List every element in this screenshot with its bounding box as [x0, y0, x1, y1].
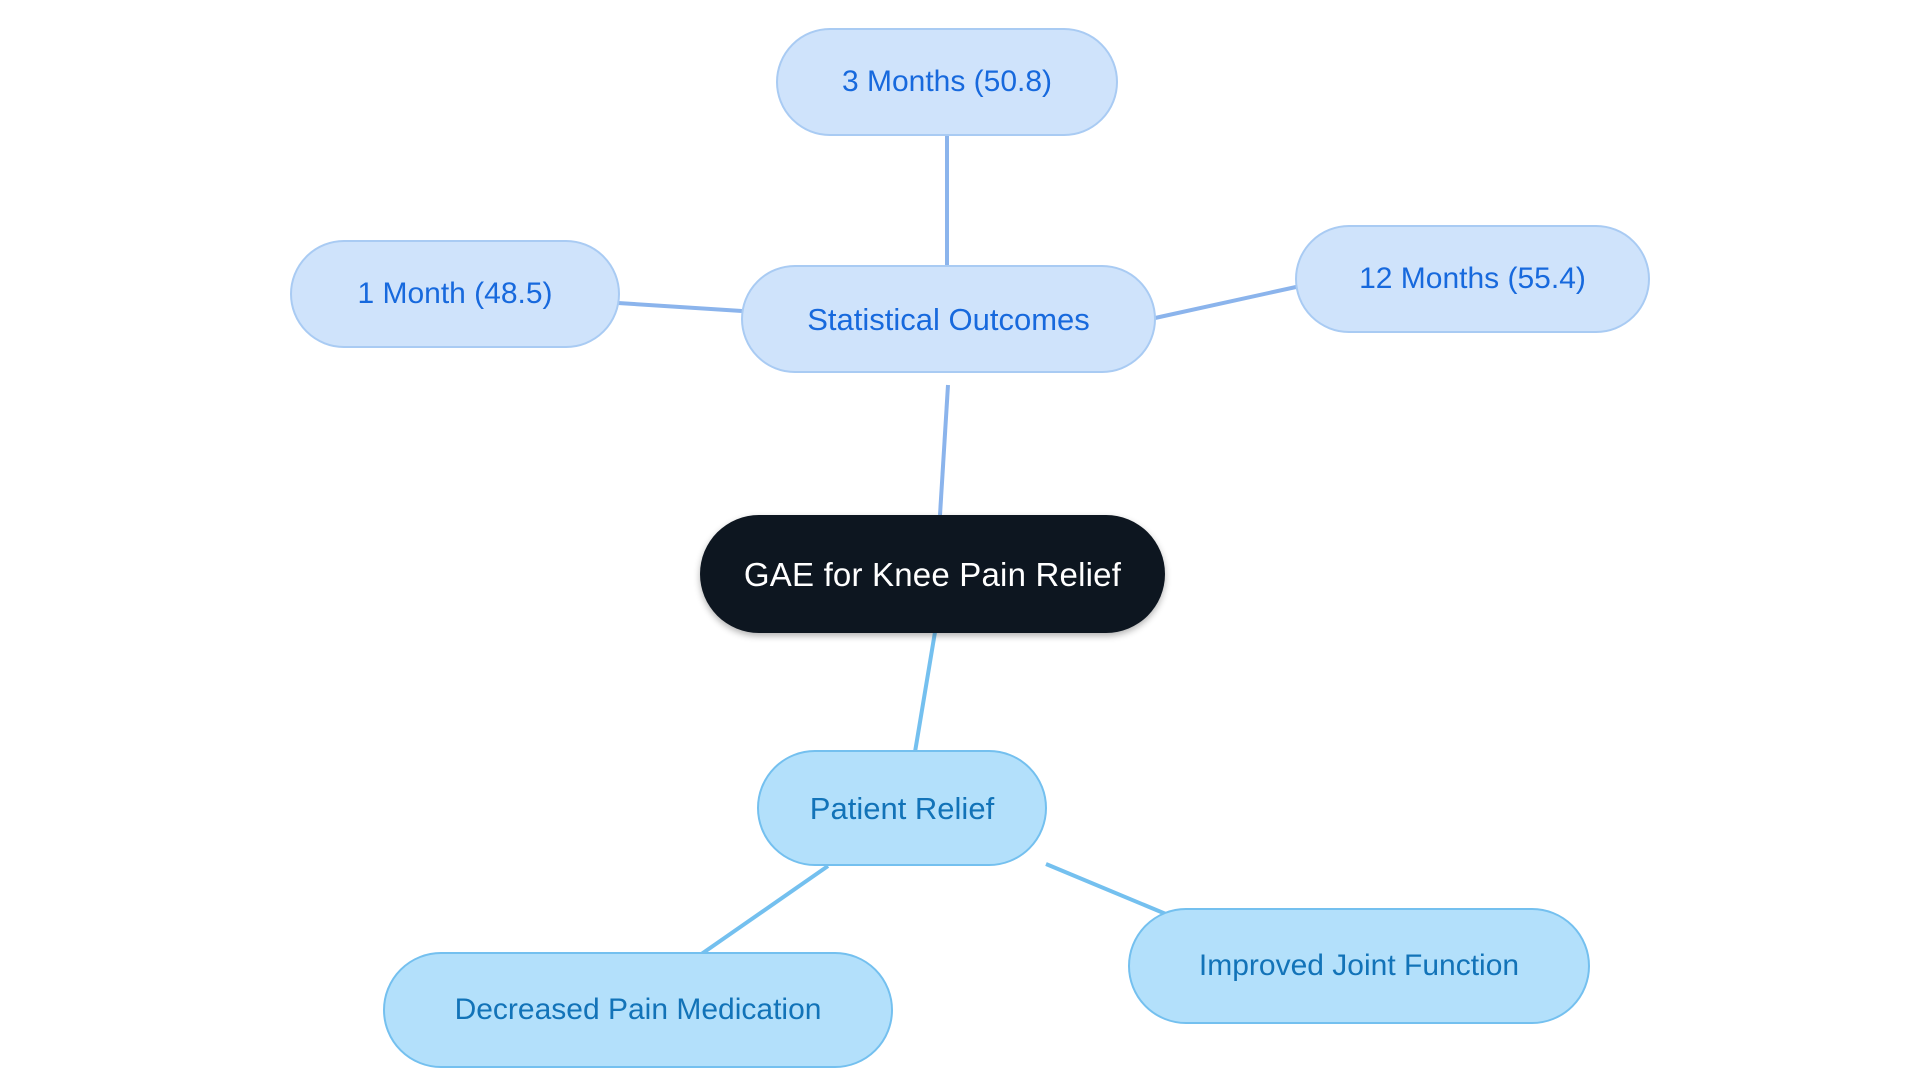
node-decreased-pain-medication[interactable]: Decreased Pain Medication	[383, 952, 893, 1068]
node-three-months[interactable]: 3 Months (50.8)	[776, 28, 1118, 136]
node-statistical-outcomes-label: Statistical Outcomes	[807, 301, 1090, 337]
node-patient-relief[interactable]: Patient Relief	[757, 750, 1047, 866]
node-one-month-label: 1 Month (48.5)	[357, 277, 553, 310]
node-twelve-months-label: 12 Months (55.4)	[1359, 262, 1586, 295]
edge-root-to-patient-relief	[913, 631, 937, 753]
edge-root-to-statistical-outcomes	[938, 384, 950, 516]
edge-statistical-outcomes-to-one-month	[617, 301, 743, 313]
node-improved-joint-function[interactable]: Improved Joint Function	[1128, 908, 1590, 1024]
edge-statistical-outcomes-to-twelve-months	[1154, 285, 1297, 320]
node-three-months-label: 3 Months (50.8)	[841, 65, 1053, 98]
node-improved-joint-function-label: Improved Joint Function	[1198, 949, 1520, 982]
node-one-month[interactable]: 1 Month (48.5)	[290, 240, 620, 348]
node-twelve-months[interactable]: 12 Months (55.4)	[1295, 225, 1650, 333]
edge-patient-relief-to-decreased-pain-medication	[698, 864, 830, 957]
node-patient-relief-label: Patient Relief	[809, 790, 995, 826]
node-statistical-outcomes[interactable]: Statistical Outcomes	[741, 265, 1156, 373]
node-root-label: GAE for Knee Pain Relief	[743, 555, 1122, 593]
node-decreased-pain-medication-label: Decreased Pain Medication	[454, 993, 822, 1026]
node-root-gae-for-knee-pain-relief[interactable]: GAE for Knee Pain Relief	[700, 515, 1165, 633]
